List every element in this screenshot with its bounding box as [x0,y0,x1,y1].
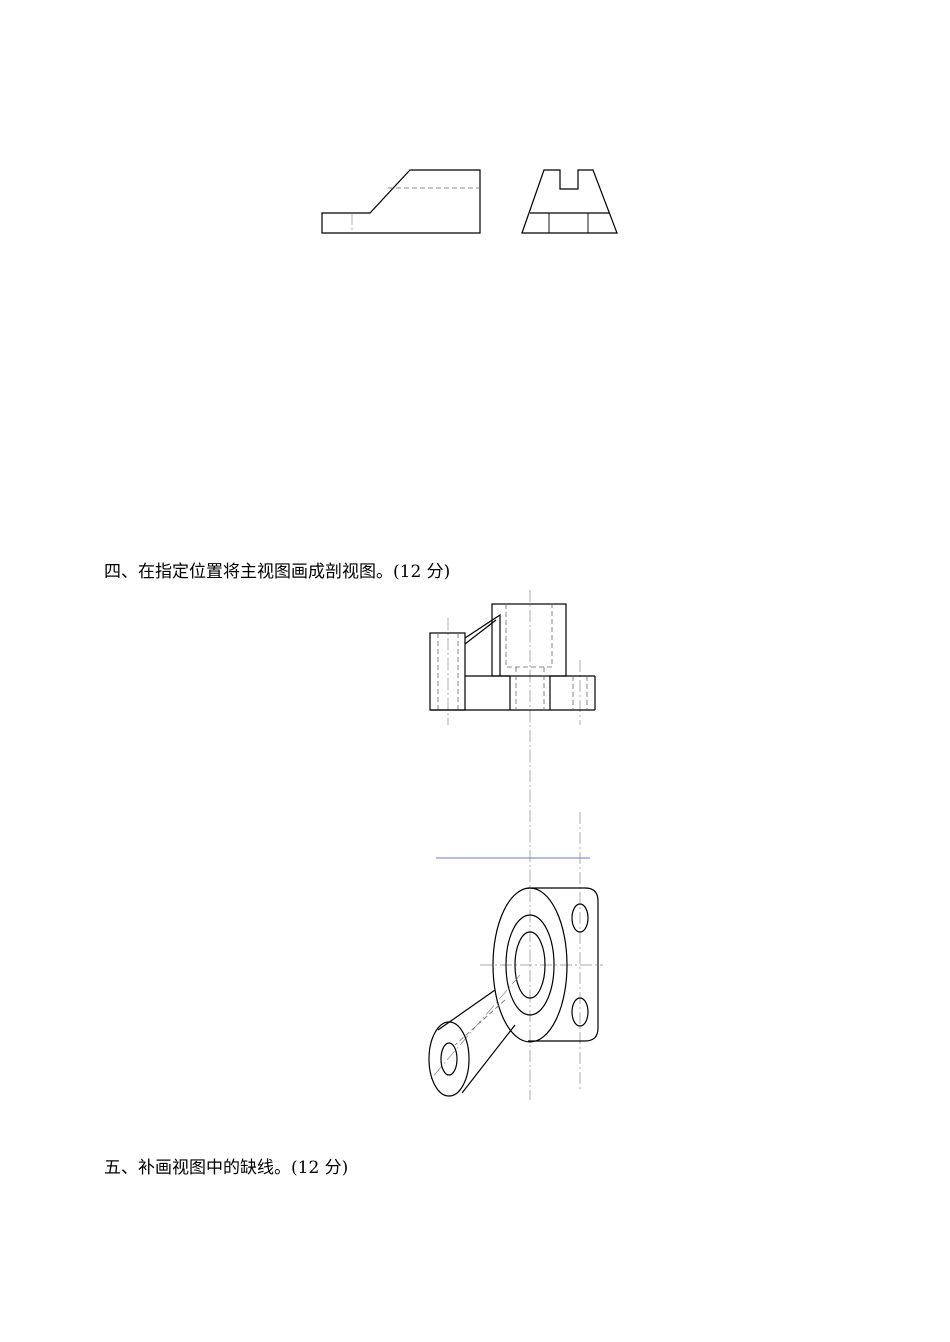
question-5-title: 五、补画视图中的缺线。(12 分) [104,1158,349,1178]
question-4-title: 四、在指定位置将主视图画成剖视图。(12 分) [104,562,451,582]
q3-side-view [521,169,618,234]
q3-front-view [321,169,481,234]
q4-top-view [428,812,603,1097]
